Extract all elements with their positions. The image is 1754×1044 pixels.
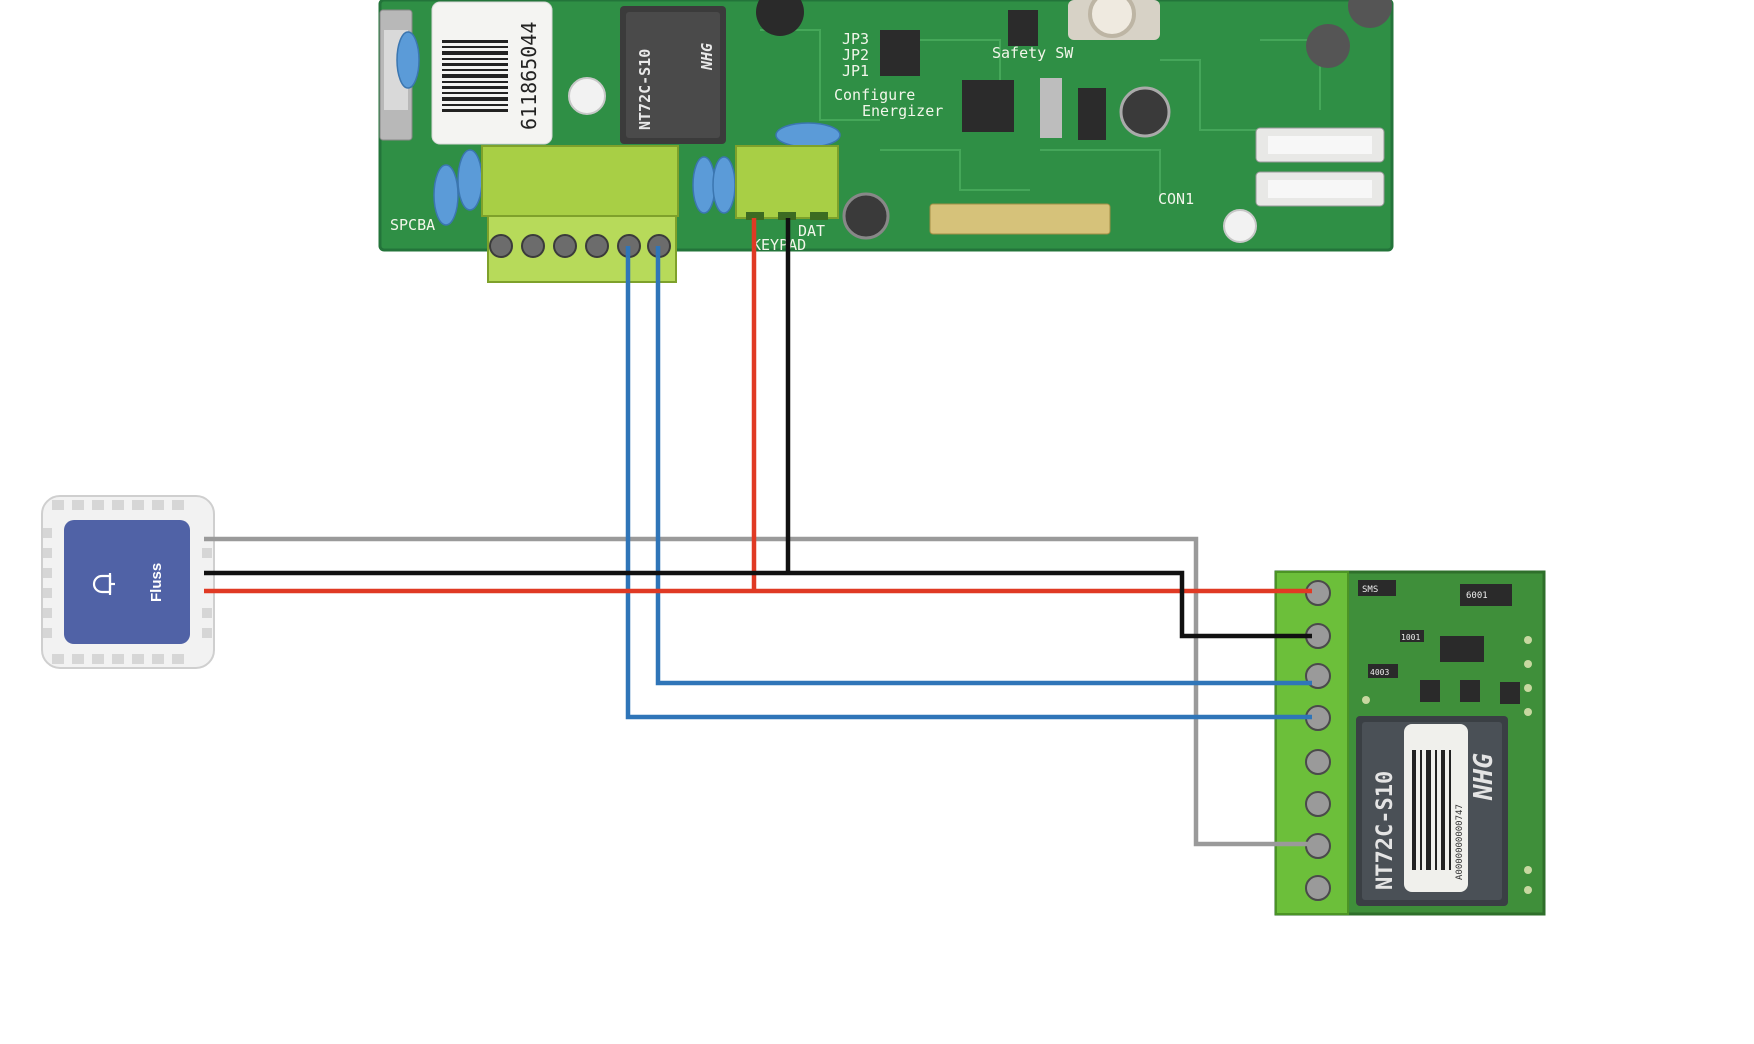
controller-relay: NT72C-S10 NHG (620, 6, 726, 144)
module-relay-model: NT72C-S10 (1373, 771, 1398, 890)
electrolytic-capacitors (756, 0, 1392, 240)
barcode-number: 611865044 (517, 22, 541, 130)
module-relay-brand: NHG (1469, 753, 1499, 801)
controller-relay-model: NT72C-S10 (636, 49, 654, 130)
relay-module: SMS 6001 1001 4003 NT72C-S10 NHG A000000… (1274, 570, 1546, 916)
wire-black (204, 570, 1312, 639)
smd-mark-4: 4003 (1370, 668, 1389, 677)
silk-safety: Safety SW (992, 44, 1074, 62)
module-smd-parts (1358, 580, 1520, 704)
smd-mark-3: 1001 (1401, 633, 1420, 642)
silk-con: CON1 (1158, 190, 1194, 208)
bell-icon (92, 573, 115, 595)
ics (880, 10, 1106, 140)
wire-blue-inner (655, 246, 1312, 686)
silk-dat: DAT (798, 222, 825, 240)
wire-gray (204, 536, 1312, 847)
controller-board: 611865044 NT72C-S10 NHG (378, 0, 1394, 283)
smd-mark-2: 6001 (1466, 591, 1488, 601)
wire-blue-outer (625, 246, 1312, 720)
main-terminal-block (481, 145, 679, 283)
silk-energizer: Energizer (862, 102, 943, 120)
keypad-terminal-block (735, 145, 839, 220)
smd-mark-1: SMS (1362, 585, 1378, 595)
silk-keypad: KEYPAD (752, 236, 806, 254)
sensor-label: Fluss (148, 563, 165, 602)
fuses (1255, 127, 1385, 207)
x-capacitors (396, 31, 841, 226)
controller-relay-brand: NHG (698, 43, 716, 71)
module-relay: NT72C-S10 NHG A0000000000747 (1356, 716, 1508, 906)
silk-jp3: JP3 (842, 30, 869, 48)
wires (204, 218, 1312, 847)
silk-board-id: SPCBA (390, 216, 435, 234)
silk-jp2: JP2 (842, 46, 869, 64)
module-terminals (1305, 580, 1331, 901)
silk-configure: Configure (834, 86, 915, 104)
module-relay-serial: A0000000000747 (1455, 804, 1465, 880)
silk-jp1: JP1 (842, 62, 869, 80)
barcode-sticker: 611865044 (431, 1, 553, 145)
fluss-sensor: Fluss (41, 495, 215, 669)
